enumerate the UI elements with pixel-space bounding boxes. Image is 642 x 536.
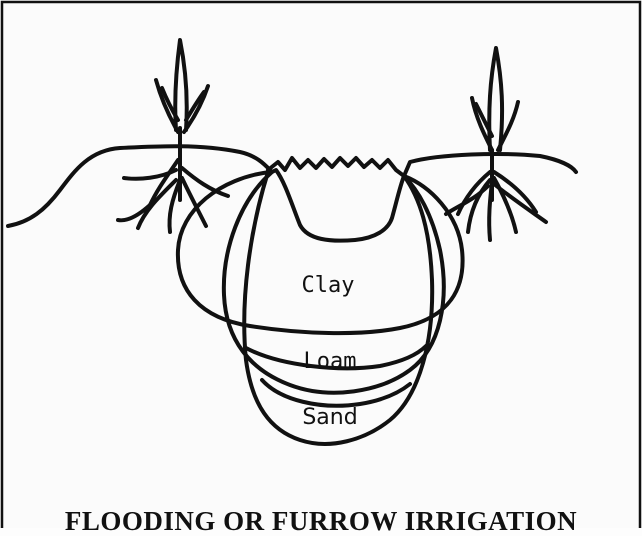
- loam-label: Loam: [304, 349, 357, 374]
- clay-label: Clay: [302, 273, 355, 298]
- furrow-water-surface: [268, 158, 404, 176]
- right-plant-roots: [446, 150, 546, 240]
- sand-wetting-zone: [244, 172, 432, 444]
- left-plant-stalk: [156, 40, 208, 132]
- right-plant-stalk: [472, 48, 518, 150]
- sand-label: Sand: [302, 405, 357, 430]
- diagram-caption: FLOODING OR FURROW IRRIGATION: [0, 506, 642, 536]
- left-plant-roots: [118, 128, 228, 232]
- diagram-border: [2, 2, 640, 528]
